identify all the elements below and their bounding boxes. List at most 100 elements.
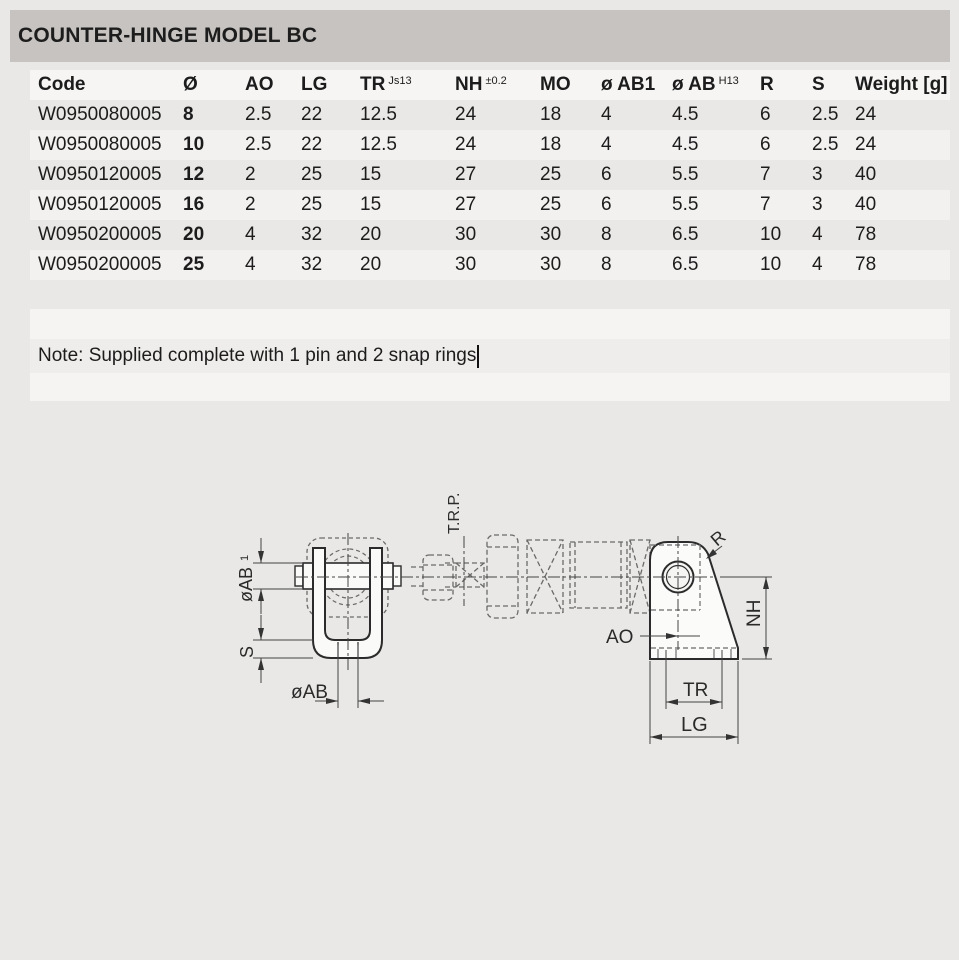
cell-weight: 24: [855, 134, 877, 155]
page-title: COUNTER-HINGE MODEL BC: [18, 24, 318, 47]
cell-diameter: 16: [183, 194, 205, 215]
cell-tr: 12.5: [360, 134, 397, 155]
table-row: W0950200005 20 4 32 20 30 30 8 6.5 10 4 …: [30, 220, 950, 250]
cell-weight: 78: [855, 224, 877, 245]
cell-ab1: 4: [601, 134, 612, 155]
cell-s: 2.5: [812, 134, 839, 155]
cell-r: 6: [760, 134, 771, 155]
dimension-label-r: R: [707, 526, 730, 550]
column-header-mo: MO: [540, 74, 571, 95]
column-header-r: R: [760, 74, 774, 95]
cell-s: 3: [812, 164, 823, 185]
cell-weight: 24: [855, 104, 877, 125]
cell-s: 3: [812, 194, 823, 215]
column-header-diameter: Ø: [183, 74, 198, 95]
text-cursor: [477, 344, 480, 368]
cell-tr: 12.5: [360, 104, 397, 125]
cell-diameter: 20: [183, 224, 205, 245]
cell-ab: 5.5: [672, 164, 699, 185]
cell-s: 4: [812, 224, 823, 245]
cell-s: 2.5: [812, 104, 839, 125]
cell-mo: 25: [540, 194, 562, 215]
cell-ao: 4: [245, 224, 256, 245]
dimension-label-s: S: [237, 646, 257, 658]
cell-diameter: 10: [183, 134, 205, 155]
dimension-label-oab1-sup: 1: [239, 555, 251, 561]
cell-ao: 4: [245, 254, 256, 275]
cell-mo: 30: [540, 254, 562, 275]
cell-nh: 27: [455, 194, 477, 215]
cell-r: 10: [760, 254, 782, 275]
dimension-label-oab1: øAB: [236, 567, 256, 602]
cell-nh: 24: [455, 104, 477, 125]
bracket-outline: [649, 541, 739, 660]
cell-ab1: 6: [601, 164, 612, 185]
base-ticks: [657, 649, 732, 658]
cell-r: 7: [760, 164, 771, 185]
cell-ab: 4.5: [672, 104, 699, 125]
cell-mo: 18: [540, 104, 562, 125]
note-row[interactable]: Note: Supplied complete with 1 pin and 2…: [30, 339, 950, 373]
cell-lg: 22: [301, 104, 323, 125]
side-view: [649, 541, 739, 660]
cell-ab1: 4: [601, 104, 612, 125]
cell-nh: 27: [455, 164, 477, 185]
cell-tr: 20: [360, 254, 382, 275]
cell-weight: 40: [855, 194, 877, 215]
cell-diameter: 25: [183, 254, 205, 275]
cell-nh: 30: [455, 224, 477, 245]
cell-code: W0950200005: [38, 254, 162, 275]
cell-code: W0950120005: [38, 164, 162, 185]
cell-tr: 15: [360, 164, 382, 185]
dimension-label-lg: LG: [681, 714, 708, 736]
counter-hinge-drawing: øAB 1 S øAB T.R.P. AO R NH TR LG: [236, 493, 772, 744]
column-header-nh: NH±0.2: [455, 74, 507, 95]
cell-ao: 2.5: [245, 134, 272, 155]
front-view: [294, 537, 402, 659]
cell-ao: 2.5: [245, 104, 272, 125]
dimension-label-oab: øAB: [291, 682, 328, 703]
column-header-code: Code: [38, 74, 86, 95]
dimension-label-tr: TR: [683, 680, 708, 701]
cell-nh: 24: [455, 134, 477, 155]
column-header-ab1: ø AB1: [601, 74, 656, 95]
cell-mo: 25: [540, 164, 562, 185]
clevis-outline: [312, 547, 383, 659]
cell-r: 6: [760, 104, 771, 125]
technical-drawing: øAB 1 S øAB T.R.P. AO R NH TR LG: [230, 480, 790, 785]
cell-lg: 25: [301, 164, 323, 185]
cell-r: 7: [760, 194, 771, 215]
cell-ab: 5.5: [672, 194, 699, 215]
column-header-s: S: [812, 74, 825, 95]
note-text: Note: Supplied complete with 1 pin and 2…: [38, 345, 477, 366]
dimension-arrowheads: [258, 549, 769, 740]
cell-diameter: 8: [183, 104, 194, 125]
cell-code: W0950080005: [38, 104, 162, 125]
cell-mo: 30: [540, 224, 562, 245]
cell-code: W0950200005: [38, 224, 162, 245]
cell-weight: 40: [855, 164, 877, 185]
cell-r: 10: [760, 224, 782, 245]
cell-ab: 6.5: [672, 224, 699, 245]
cell-lg: 32: [301, 254, 323, 275]
trp-label: T.R.P.: [446, 493, 463, 535]
cell-lg: 32: [301, 224, 323, 245]
trp-crossed-box: [445, 562, 485, 588]
column-header-ao: AO: [245, 74, 274, 95]
centerlines: [296, 533, 716, 670]
cell-s: 4: [812, 254, 823, 275]
page-title-bar: COUNTER-HINGE MODEL BC: [10, 10, 950, 62]
tolerance-superscript: Js13: [388, 75, 412, 87]
cell-ab1: 8: [601, 224, 612, 245]
cell-tr: 20: [360, 224, 382, 245]
cell-ao: 2: [245, 194, 256, 215]
cell-weight: 78: [855, 254, 877, 275]
cell-lg: 25: [301, 194, 323, 215]
column-header-lg: LG: [301, 74, 328, 95]
cell-nh: 30: [455, 254, 477, 275]
table-row: W0950200005 25 4 32 20 30 30 8 6.5 10 4 …: [30, 250, 950, 280]
